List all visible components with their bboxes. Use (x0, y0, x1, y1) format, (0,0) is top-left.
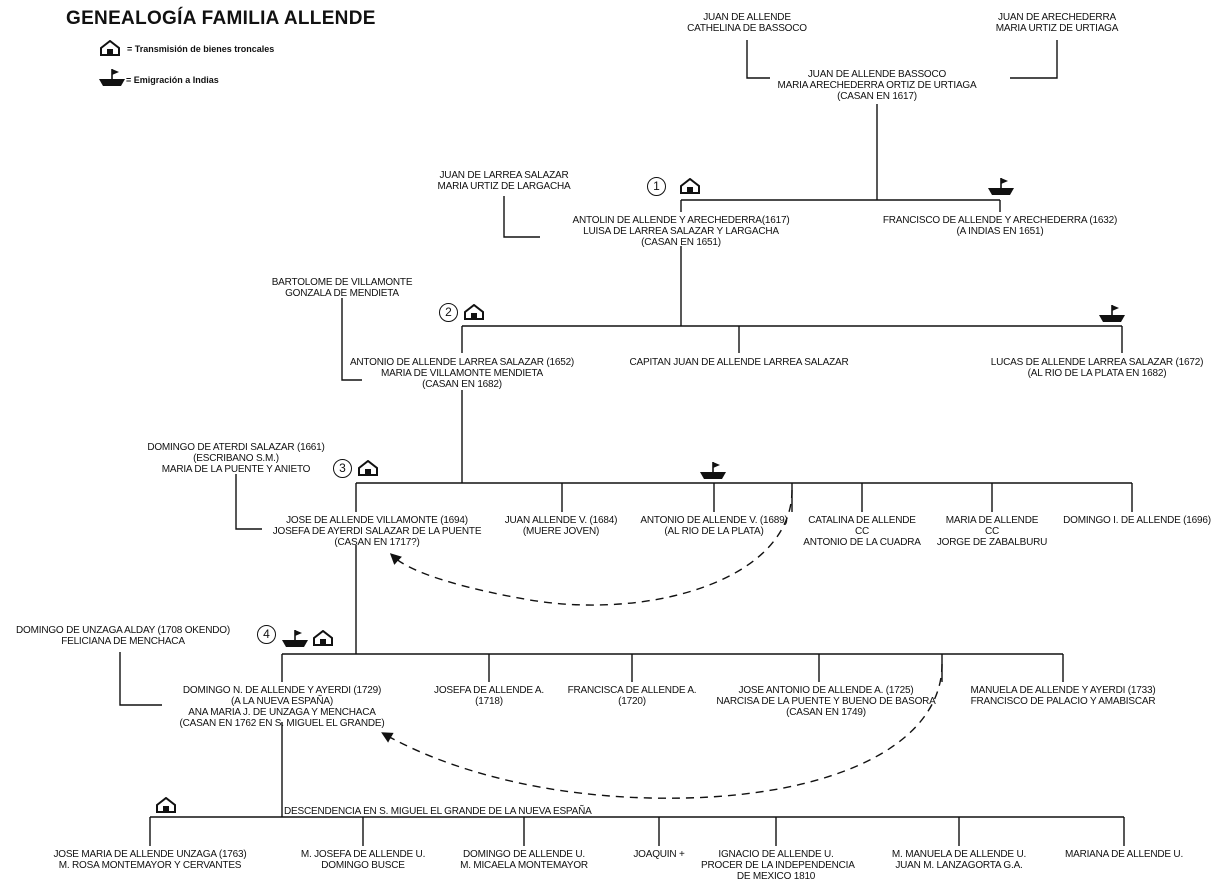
house-icon (313, 630, 333, 646)
gen5-header: DESCENDENCIA EN S. MIGUEL EL GRANDE DE L… (284, 806, 592, 817)
gen5-ignacio: IGNACIO DE ALLENDE U.PROCER DE LA INDEPE… (701, 849, 855, 882)
gen4-sibling-josefa: JOSEFA DE ALLENDE A.(1718) (434, 685, 544, 707)
gen4-sibling-jose-antonio: JOSE ANTONIO DE ALLENDE A. (1725)NARCISA… (716, 685, 936, 718)
gen5-mariana: MARIANA DE ALLENDE U. (1064, 849, 1184, 860)
gen5-jose-maria: JOSE MARIA DE ALLENDE UNZAGA (1763)M. RO… (53, 849, 247, 871)
gen2-emigrant: LUCAS DE ALLENDE LARREA SALAZAR (1672)(A… (990, 357, 1204, 379)
gen4-spouse-parents-line (119, 652, 162, 706)
gen3-sibling-juan: JUAN ALLENDE V. (1684)(MUERE JOVEN) (504, 515, 618, 537)
marker-2: 2 (439, 303, 458, 322)
gen4-sibling-francisca: FRANCISCA DE ALLENDE A.(1720) (567, 685, 697, 707)
house-icon (680, 178, 700, 194)
gen1-emigrant: FRANCISCO DE ALLENDE Y ARECHEDERRA (1632… (882, 215, 1118, 237)
gen5-joaquin: JOAQUIN + (633, 849, 685, 860)
gen3-heir-couple: JOSE DE ALLENDE VILLAMONTE (1694)JOSEFA … (272, 515, 482, 548)
gen1-spouse-parents-line (503, 196, 540, 238)
marker-3: 3 (333, 459, 352, 478)
gen0-left-bracket (746, 40, 770, 79)
legend-house-label: = Transmisión de bienes troncales (127, 44, 275, 54)
house-icon (100, 40, 120, 56)
ship-icon (282, 630, 308, 647)
gen1-heir-couple: ANTOLIN DE ALLENDE Y ARECHEDERRA(1617)LU… (572, 215, 790, 248)
gen3-sibling-antonio: ANTONIO DE ALLENDE V. (1689)(AL RIO DE L… (640, 515, 788, 537)
gen4-heir-couple: DOMINGO N. DE ALLENDE Y AYERDI (1729)(A … (179, 685, 385, 729)
legend-ship-label: = Emigración a Indias (126, 75, 219, 85)
gen2-heir-couple: ANTONIO DE ALLENDE LARREA SALAZAR (1652)… (349, 357, 575, 390)
gen3-sibling-domingo: DOMINGO I. DE ALLENDE (1696) (1063, 515, 1211, 526)
gen3-spouse-parents: DOMINGO DE ATERDI SALAZAR (1661)(ESCRIBA… (147, 442, 325, 475)
ship-icon (700, 462, 726, 479)
return-arrow-gen4 (381, 663, 943, 799)
gen5-domingo: DOMINGO DE ALLENDE U.M. MICAELA MONTEMAY… (460, 849, 588, 871)
gen2-spouse-parents-line (341, 298, 362, 381)
house-icon (156, 797, 176, 813)
ship-icon (99, 69, 125, 86)
house-icon (464, 304, 484, 320)
ship-icon (988, 178, 1014, 195)
gen5-m-josefa: M. JOSEFA DE ALLENDE U.DOMINGO BUSCE (300, 849, 426, 871)
house-icon (358, 460, 378, 476)
marker-4: 4 (257, 625, 276, 644)
ship-icon (1099, 305, 1125, 322)
gen4-sibling-manuela: MANUELA DE ALLENDE Y AYERDI (1733)FRANCI… (970, 685, 1156, 707)
gen5-m-manuela: M. MANUELA DE ALLENDE U.JUAN M. LANZAGOR… (891, 849, 1027, 871)
marker-1: 1 (647, 177, 666, 196)
gen3-spouse-parents-line (235, 474, 262, 530)
return-arrow-gen3 (389, 489, 793, 606)
gen0-right-bracket (1010, 40, 1058, 79)
diagram-title: GENEALOGÍA FAMILIA ALLENDE (66, 8, 376, 29)
gen2-sibling-juan: CAPITAN JUAN DE ALLENDE LARREA SALAZAR (629, 357, 849, 368)
gen4-spouse-parents: DOMINGO DE UNZAGA ALDAY (1708 OKENDO)FEL… (16, 625, 230, 647)
